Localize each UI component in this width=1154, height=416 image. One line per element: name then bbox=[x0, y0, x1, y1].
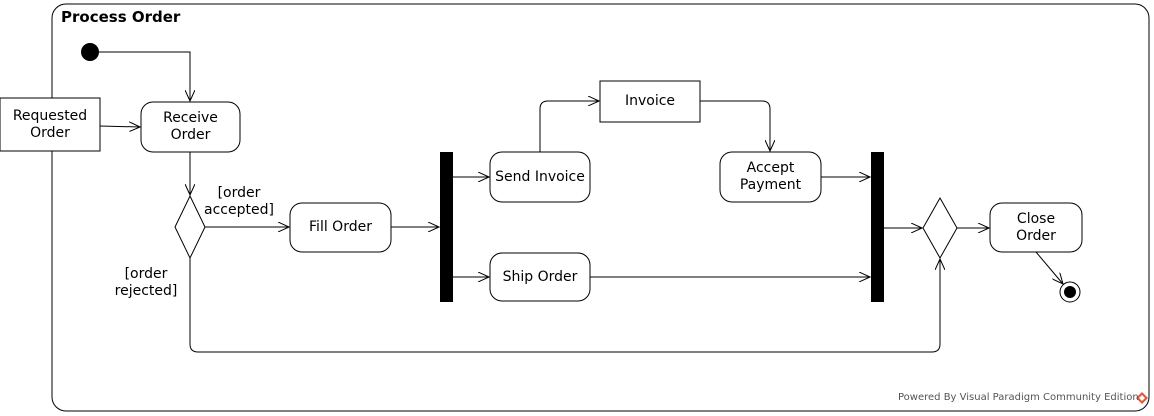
frame-title: Process Order bbox=[61, 8, 181, 26]
flow-initial-to-receive[interactable] bbox=[99, 51, 190, 101]
action-send-invoice-label: Send Invoice bbox=[495, 168, 585, 185]
visual-paradigm-logo-icon bbox=[1136, 392, 1148, 404]
flow-rejected-to-merge[interactable] bbox=[189, 258, 940, 353]
flow-invoice-to-accept[interactable] bbox=[700, 100, 770, 151]
guard-order-accepted: [order accepted] bbox=[204, 185, 274, 218]
action-fill-order-label: Fill Order bbox=[309, 219, 372, 235]
action-accept-payment-label: Accept Payment bbox=[739, 160, 802, 193]
action-close-order-label: Close Order bbox=[1016, 210, 1056, 244]
flow-send-to-invoice[interactable] bbox=[539, 101, 599, 152]
activity-frame bbox=[51, 3, 1150, 412]
merge-node[interactable] bbox=[922, 196, 958, 260]
join-bar[interactable] bbox=[871, 152, 884, 302]
object-node-requested-order[interactable] bbox=[0, 97, 101, 152]
footer-watermark: Powered By Visual Paradigm Community Edi… bbox=[898, 392, 1139, 403]
object-node-invoice-label: Invoice bbox=[624, 93, 676, 109]
flow-requested-to-receive[interactable] bbox=[99, 126, 140, 127]
guard-order-rejected: [order rejected] bbox=[114, 266, 178, 299]
fork-bar[interactable] bbox=[440, 152, 453, 302]
action-receive-order-label: Receive Order bbox=[163, 110, 218, 143]
initial-node[interactable] bbox=[81, 43, 99, 61]
flow-close-to-final[interactable] bbox=[1035, 251, 1063, 284]
final-node-core bbox=[1064, 286, 1076, 298]
object-node-invoice[interactable] bbox=[599, 80, 701, 123]
object-node-requested-order-label: Requested Order bbox=[12, 107, 88, 141]
action-ship-order-label: Ship Order bbox=[502, 268, 578, 285]
